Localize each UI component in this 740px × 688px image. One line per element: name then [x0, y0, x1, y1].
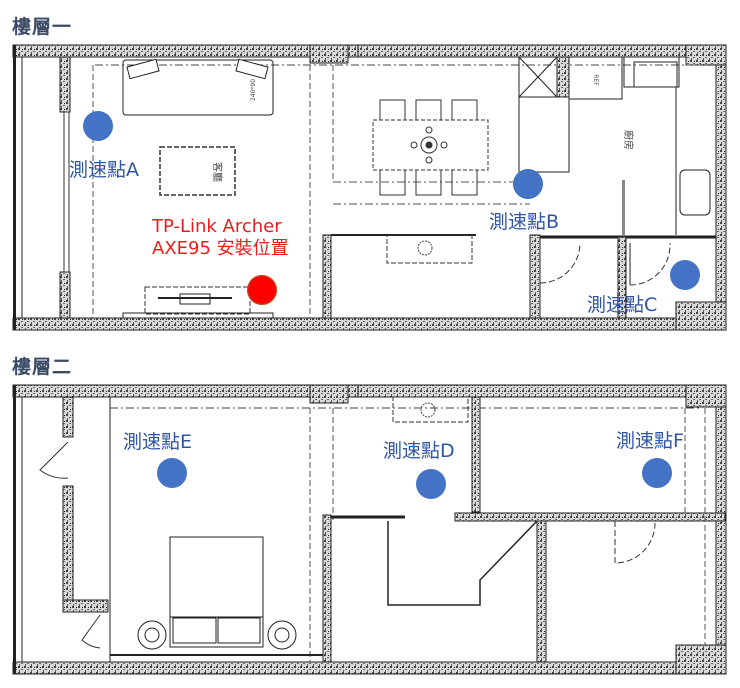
floor1-plan: 客廳 廚房 240*90 REF — [12, 44, 727, 331]
floor2-title: 樓層二 — [12, 356, 73, 378]
router-location-marker — [247, 275, 277, 305]
test-point-a-marker — [83, 111, 113, 141]
test-point-c-label: 測速點C — [587, 294, 658, 316]
router-label-line2: AXE95 安裝位置 — [152, 238, 289, 259]
router-label: TP-Link Archer AXE95 安裝位置 — [152, 216, 289, 260]
test-point-c-marker — [670, 260, 700, 290]
router-label-line1: TP-Link Archer — [152, 216, 282, 237]
floor2-plan — [12, 384, 727, 675]
floor1-title: 樓層一 — [12, 16, 73, 38]
svg-text:廚房: 廚房 — [622, 130, 635, 150]
test-point-e-marker — [157, 458, 187, 488]
test-point-e-label: 測速點E — [123, 431, 193, 453]
test-point-f-label: 測速點F — [616, 430, 684, 452]
test-point-a-label: 測速點A — [69, 159, 139, 181]
test-point-b-marker — [513, 169, 543, 199]
test-point-d-marker — [416, 469, 446, 499]
test-point-b-label: 測速點B — [489, 211, 560, 233]
test-point-d-label: 測速點D — [383, 440, 455, 462]
test-point-f-marker — [642, 458, 672, 488]
svg-text:240*90: 240*90 — [250, 79, 257, 101]
svg-text:客廳: 客廳 — [211, 162, 224, 182]
svg-text:REF: REF — [592, 74, 599, 86]
